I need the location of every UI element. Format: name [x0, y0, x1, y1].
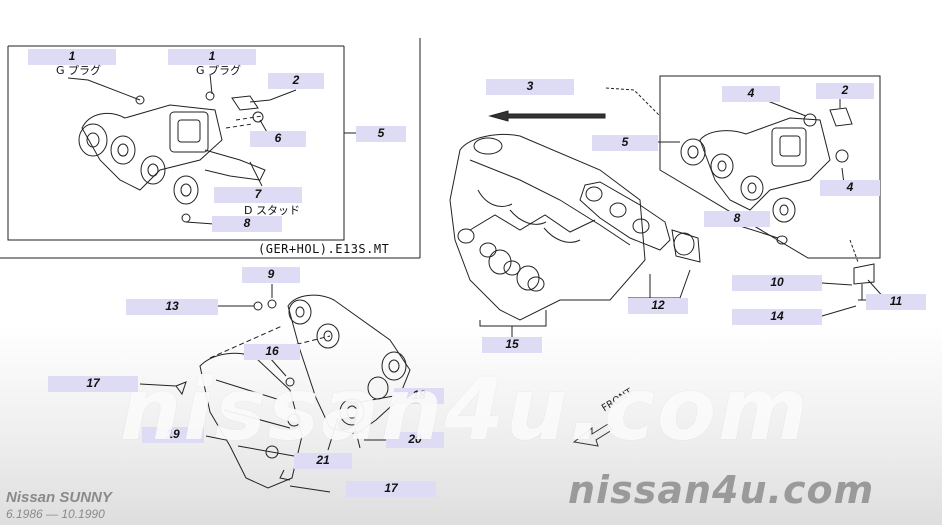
callout-1-g-plug-right[interactable]: 1 [168, 49, 256, 65]
cylinder-head-drawing [449, 134, 646, 321]
callout-8-right[interactable]: 8 [704, 211, 770, 227]
watermark-large: nissan4u.com [120, 360, 810, 460]
vehicle-model: Nissan SUNNY [6, 489, 112, 506]
callout-4-top[interactable]: 4 [722, 86, 780, 102]
d-stud-annotation: D スタッド [244, 204, 300, 217]
callout-21[interactable]: 21 [294, 453, 352, 469]
callout-11[interactable]: 11 [866, 294, 926, 310]
variant-box [7, 45, 345, 241]
callout-9[interactable]: 9 [242, 267, 300, 283]
callout-6[interactable]: 6 [250, 131, 306, 147]
callout-18[interactable]: 18 [394, 388, 444, 404]
front-arrow [572, 423, 613, 447]
callout-19[interactable]: 19 [142, 427, 204, 443]
production-date-range: 6.1986 — 10.1990 [6, 507, 105, 521]
callout-4-bottom[interactable]: 4 [820, 180, 880, 196]
exhaust-manifold-drawing [680, 107, 853, 245]
callout-3[interactable]: 3 [486, 79, 574, 95]
variant-label: (GER+HOL).E13S.MT [258, 242, 390, 256]
manifold-box [659, 75, 881, 259]
callout-12[interactable]: 12 [628, 298, 688, 314]
callout-2[interactable]: 2 [268, 73, 324, 89]
callout-5-left[interactable]: 5 [356, 126, 406, 142]
callout-16[interactable]: 16 [244, 344, 300, 360]
g-plug-annotation-right: G プラグ [196, 64, 242, 77]
direction-arrow [488, 110, 606, 122]
callout-13[interactable]: 13 [126, 299, 218, 315]
watermark-logo: nissan4u.com [568, 468, 875, 512]
manifold-gaskets-drawing [579, 181, 701, 263]
callout-10[interactable]: 10 [732, 275, 822, 291]
callout-17-bottom[interactable]: 17 [346, 481, 436, 497]
exhaust-manifold-variant-drawing [78, 91, 266, 223]
callout-8-left[interactable]: 8 [212, 216, 282, 232]
callout-1-g-plug[interactable]: 1 [28, 49, 116, 65]
callout-5-right[interactable]: 5 [592, 135, 658, 151]
callout-15[interactable]: 15 [482, 337, 542, 353]
callout-17-left[interactable]: 17 [48, 376, 138, 392]
callout-2-right[interactable]: 2 [816, 83, 874, 99]
callout-7-stud[interactable]: 7 [214, 187, 302, 203]
bracket-drawing [853, 263, 875, 301]
callout-14[interactable]: 14 [732, 309, 822, 325]
callout-20[interactable]: 20 [386, 432, 444, 448]
g-plug-annotation-left: G プラグ [56, 64, 102, 77]
